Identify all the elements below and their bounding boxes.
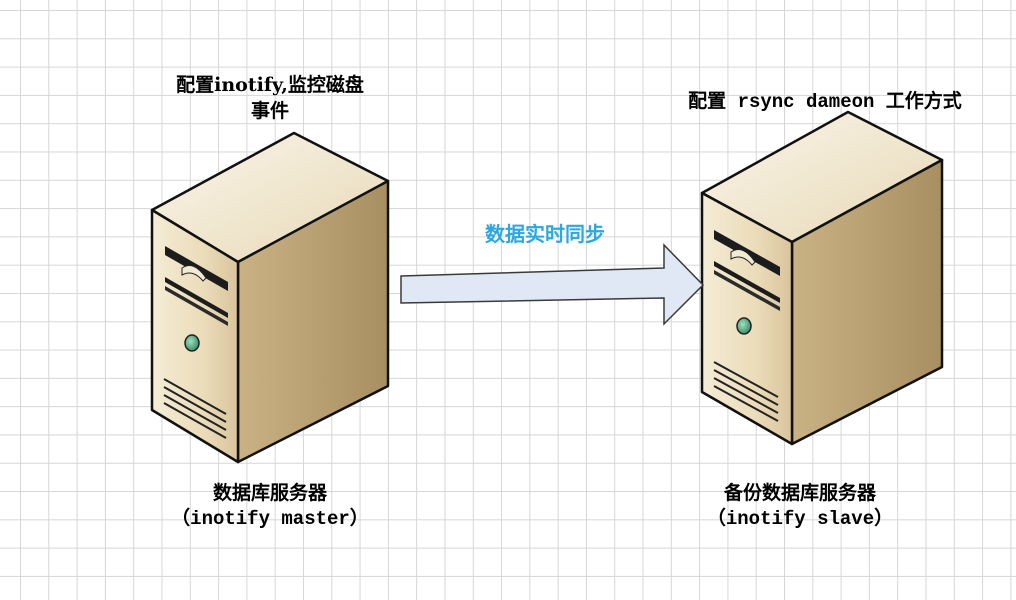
master-config-caption: 配置inotify,监控磁盘 事件 bbox=[120, 72, 420, 124]
vent-lines bbox=[713, 361, 779, 422]
slave-config-caption: 配置 rsync dameon 工作方式 bbox=[660, 88, 990, 115]
drive-slot bbox=[714, 270, 780, 311]
vent-lines bbox=[163, 378, 227, 439]
sync-arrow-label: 数据实时同步 bbox=[485, 222, 605, 246]
master-server-name: 数据库服务器 bbox=[212, 482, 327, 504]
master-server-icon bbox=[150, 131, 390, 464]
master-server-role: （inotify master） bbox=[171, 508, 369, 530]
master-caption-line1: 配置inotify,监控磁盘 bbox=[176, 74, 364, 96]
slave-server-name: 备份数据库服务器 bbox=[723, 482, 876, 504]
slave-server-label: 备份数据库服务器 （inotify slave） bbox=[650, 480, 950, 532]
slave-caption-text: 配置 rsync dameon 工作方式 bbox=[688, 91, 962, 113]
power-led-icon bbox=[184, 334, 200, 352]
sync-arrow bbox=[400, 243, 705, 326]
drive-slot bbox=[714, 261, 780, 303]
power-led-icon bbox=[736, 317, 752, 335]
drive-eject-button bbox=[181, 265, 207, 282]
slave-server-icon bbox=[700, 110, 944, 446]
drive-slot bbox=[165, 277, 228, 318]
master-server-label: 数据库服务器 （inotify master） bbox=[120, 480, 420, 532]
master-caption-line2: 事件 bbox=[250, 100, 289, 122]
slave-server-role: （inotify slave） bbox=[706, 508, 894, 530]
drive-eject-button bbox=[730, 249, 756, 266]
drive-slot bbox=[165, 286, 228, 326]
